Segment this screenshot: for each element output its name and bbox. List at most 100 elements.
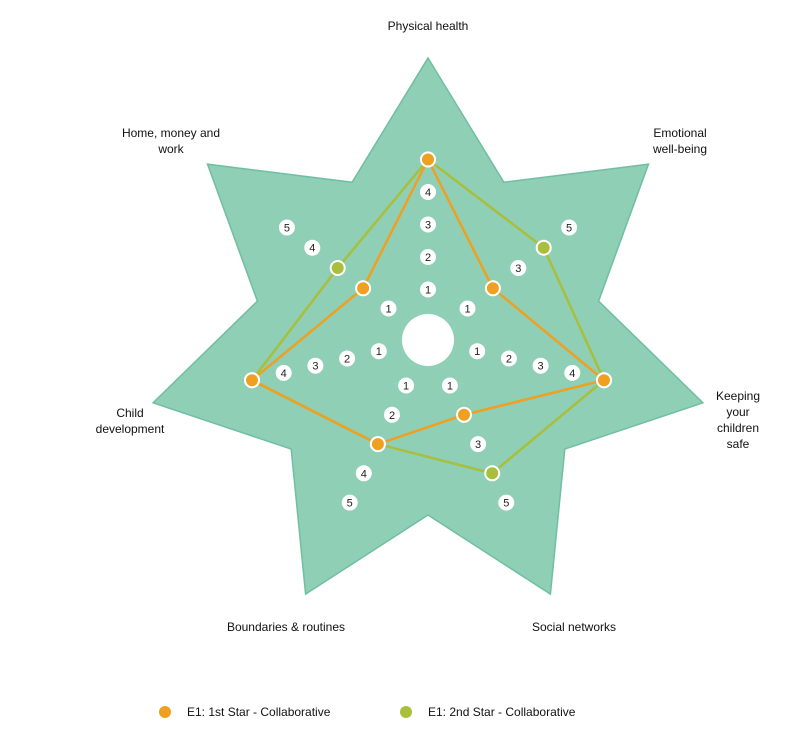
axis-tick: 1 — [459, 300, 476, 317]
series-point-1[interactable] — [355, 280, 372, 297]
tick-label: 3 — [425, 220, 431, 232]
axis-tick: 5 — [498, 494, 515, 511]
tick-label: 1 — [376, 346, 382, 358]
legend-label: E1: 1st Star - Collaborative — [187, 705, 331, 719]
axis-label: Social networks — [532, 620, 616, 634]
axis-tick: 2 — [500, 350, 517, 367]
tick-label: 4 — [425, 187, 431, 199]
tick-label: 5 — [503, 498, 509, 510]
axis-tick: 4 — [420, 184, 436, 200]
tick-label: 1 — [464, 304, 470, 316]
center-circle — [402, 314, 454, 366]
axis-tick: 1 — [441, 377, 458, 394]
tick-label: 1 — [385, 304, 391, 316]
tick-marker — [370, 343, 387, 360]
series-point-2[interactable] — [484, 465, 501, 482]
tick-marker — [384, 406, 400, 423]
tick-label: 5 — [566, 223, 572, 235]
tick-marker — [532, 357, 549, 374]
tick-label: 4 — [281, 368, 287, 380]
series-point-2[interactable] — [535, 239, 552, 256]
axis-tick: 2 — [420, 249, 436, 265]
tick-marker — [420, 249, 436, 265]
tick-label: 2 — [425, 252, 431, 264]
tick-marker — [510, 260, 527, 276]
axis-label: Boundaries & routines — [227, 620, 345, 634]
axis-tick: 3 — [532, 357, 549, 374]
tick-label: 4 — [569, 368, 575, 380]
legend-label: E1: 2nd Star - Collaborative — [428, 705, 576, 719]
series-point-1[interactable] — [596, 372, 612, 389]
axis-tick: 5 — [561, 219, 578, 236]
axis-tick: 5 — [278, 219, 295, 236]
legend-item-1[interactable]: E1: 1st Star - Collaborative — [159, 705, 331, 719]
series-point-1[interactable] — [420, 151, 436, 168]
tick-marker — [355, 465, 372, 482]
axis-tick: 3 — [420, 216, 436, 233]
tick-label: 2 — [506, 354, 512, 366]
legend-swatch — [400, 706, 412, 718]
axis-tick: 4 — [304, 239, 321, 256]
tick-label: 2 — [344, 354, 350, 366]
tick-marker — [420, 216, 436, 233]
axis-tick: 1 — [380, 300, 397, 317]
tick-marker — [564, 364, 581, 381]
tick-label: 2 — [389, 410, 395, 422]
series-point-1[interactable] — [456, 406, 472, 423]
axis-tick: 2 — [339, 350, 356, 367]
axis-tick: 3 — [470, 436, 487, 453]
tick-label: 1 — [474, 346, 480, 358]
tick-marker — [561, 219, 578, 236]
tick-marker — [469, 343, 486, 360]
tick-marker — [278, 219, 295, 236]
tick-marker — [339, 350, 356, 367]
tick-marker — [380, 300, 397, 317]
tick-marker — [275, 364, 292, 381]
axis-tick: 1 — [469, 343, 486, 360]
tick-label: 4 — [309, 243, 315, 255]
legend-item-2[interactable]: E1: 2nd Star - Collaborative — [400, 705, 576, 719]
tick-marker — [307, 357, 324, 374]
tick-label: 5 — [284, 223, 290, 235]
tick-label: 1 — [447, 381, 453, 393]
axis-tick: 4 — [564, 364, 581, 381]
axis-tick: 2 — [384, 406, 400, 423]
axis-label: Physical health — [388, 19, 469, 33]
tick-marker — [441, 377, 458, 394]
tick-label: 3 — [515, 263, 521, 275]
tick-label: 3 — [538, 361, 544, 373]
axis-tick: 1 — [398, 377, 415, 394]
series-point-2[interactable] — [329, 260, 346, 276]
axis-tick: 3 — [307, 357, 324, 374]
legend-swatch — [159, 706, 171, 718]
tick-marker — [420, 184, 436, 200]
axis-tick: 4 — [355, 465, 372, 482]
tick-marker — [459, 300, 476, 317]
tick-label: 4 — [361, 468, 367, 480]
axis-tick: 4 — [275, 364, 292, 381]
tick-marker — [341, 494, 358, 511]
axis-tick: 1 — [370, 343, 387, 360]
series-point-1[interactable] — [369, 436, 386, 453]
tick-label: 3 — [312, 361, 318, 373]
series-line-2 — [250, 158, 606, 475]
tick-label: 5 — [347, 498, 353, 510]
tick-marker — [398, 377, 415, 394]
tick-marker — [498, 494, 515, 511]
axis-tick: 3 — [510, 260, 527, 276]
series-point-1[interactable] — [244, 372, 260, 389]
tick-marker — [304, 239, 321, 256]
series-line-1 — [250, 158, 606, 446]
tick-label: 3 — [475, 439, 481, 451]
tick-marker — [420, 281, 436, 298]
tick-marker — [500, 350, 517, 367]
tick-label: 1 — [403, 381, 409, 393]
axis-tick: 1 — [420, 281, 436, 298]
tick-label: 1 — [425, 285, 431, 297]
series-point-1[interactable] — [484, 280, 501, 297]
